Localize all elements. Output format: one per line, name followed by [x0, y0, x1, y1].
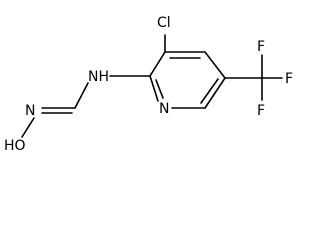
pyridine-ring	[149, 51, 226, 109]
fluorine-top-label: F	[257, 39, 265, 55]
bond-n1-c2	[149, 75, 159, 102]
bond-n-o	[21, 117, 35, 138]
chlorine-label: Cl	[157, 15, 171, 31]
amine-nh-label: NH	[88, 69, 109, 85]
oxime-nitrogen-label: N	[25, 103, 35, 119]
structure-diagram: Cl NH N N HO F F F	[4, 15, 293, 154]
bond-c2-c3	[149, 51, 166, 77]
fluorine-bottom-label: F	[257, 103, 265, 119]
ring-nitrogen-label: N	[159, 101, 169, 117]
bond-c5-c6	[204, 77, 226, 109]
bond-c4-c5	[204, 51, 226, 79]
molecule-canvas: Cl NH N N HO F F F	[4, 15, 293, 154]
hydroxyl-label: HO	[4, 138, 26, 154]
fluorine-right-label: F	[285, 71, 293, 87]
bond-c5-c6-inner	[200, 78, 219, 104]
bond-n1-c2-inner	[155, 79, 164, 99]
bond-nh-ch	[74, 82, 89, 109]
